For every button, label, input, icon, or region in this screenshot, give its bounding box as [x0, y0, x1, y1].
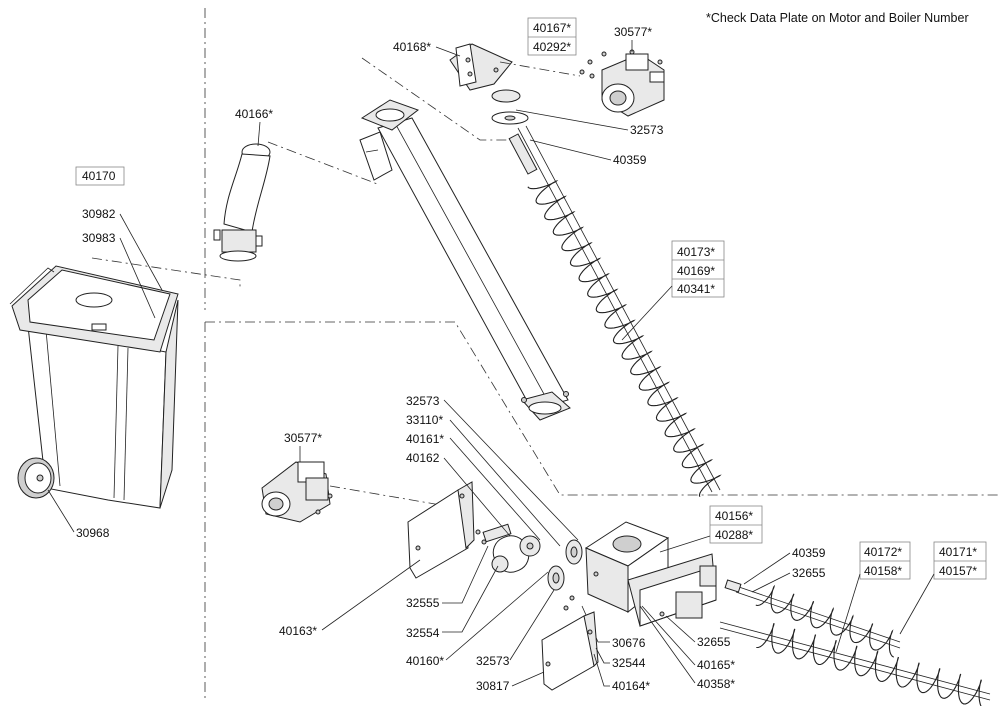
part-label-40166: 40166*: [235, 107, 273, 121]
auger-tube: [359, 99, 571, 421]
feed-housing-30676: [584, 521, 717, 627]
drive-motor-left-30577: [261, 461, 333, 523]
part-label-40161: 40161*: [406, 432, 444, 446]
part-label-40165: 40165*: [697, 658, 735, 672]
drive-motor-top-30577: [601, 49, 665, 117]
part-label-32555: 32555: [406, 596, 440, 610]
part-label-40156: 40156*: [715, 509, 753, 523]
bracket-plate-40163: [407, 481, 475, 579]
part-label-40158: 40158*: [864, 564, 902, 578]
part-label-30577-top: 30577*: [614, 25, 652, 39]
part-label-30982: 30982: [82, 207, 116, 221]
part-label-40157: 40157*: [939, 564, 977, 578]
assembly-divider-lines: [204, 8, 998, 700]
end-plate-30817: [541, 595, 599, 691]
hub-plates-32573: [491, 89, 529, 125]
part-label-40172: 40172*: [864, 545, 902, 559]
part-label-40162: 40162: [406, 451, 440, 465]
part-label-40163: 40163*: [279, 624, 317, 638]
part-label-32554: 32554: [406, 626, 440, 640]
part-box-40170: [75, 166, 125, 186]
part-label-32655-a: 32655: [697, 635, 731, 649]
part-box-40173-40341: [671, 240, 725, 298]
lower-auger-40172: [724, 579, 901, 658]
part-label-40171: 40171*: [939, 545, 977, 559]
motor-mount-plate-40168: [449, 43, 513, 91]
part-label-40359-top: 40359: [613, 153, 647, 167]
part-label-40359-right: 40359: [792, 546, 826, 560]
part-box-40171-40157: [933, 541, 987, 580]
part-label-40164: 40164*: [612, 679, 650, 693]
part-label-40341: 40341*: [677, 282, 715, 296]
inlet-pipe-40166: [213, 143, 271, 262]
lower-auger-40171: [719, 621, 991, 706]
part-label-40169: 40169*: [677, 264, 715, 278]
data-plate-note: *Check Data Plate on Motor and Boiler Nu…: [706, 11, 969, 25]
sprocket-32573-mid: [565, 539, 583, 565]
part-label-40160: 40160*: [406, 654, 444, 668]
part-label-32573-bot: 32573: [476, 654, 510, 668]
part-label-40167: 40167*: [533, 21, 571, 35]
part-label-40173: 40173*: [677, 245, 715, 259]
part-label-30577-left: 30577*: [284, 431, 322, 445]
part-label-30676: 30676: [612, 636, 646, 650]
part-label-30983: 30983: [82, 231, 116, 245]
part-label-30968: 30968: [76, 526, 110, 540]
bin-wheel: [17, 457, 55, 499]
part-label-40292: 40292*: [533, 40, 571, 54]
part-label-40288: 40288*: [715, 528, 753, 542]
part-label-32655-b: 32655: [792, 566, 826, 580]
part-box-40156-40288: [709, 505, 763, 544]
part-label-32573-top: 32573: [630, 123, 664, 137]
wheelie-bin-hopper: [9, 265, 179, 509]
part-box-40167-40292: [527, 17, 577, 56]
part-label-40358: 40358*: [697, 677, 735, 691]
part-label-32544: 32544: [612, 656, 646, 670]
sprocket-32573-bot: [547, 565, 565, 591]
part-box-40172-40158: [859, 541, 911, 580]
part-label-40168: 40168*: [393, 40, 431, 54]
part-label-40170: 40170: [82, 169, 116, 183]
auger-spiral-40173: [508, 125, 722, 497]
mount-bolts: [579, 51, 607, 79]
part-label-33110: 33110*: [406, 413, 443, 427]
part-label-30817: 30817: [476, 679, 510, 693]
part-label-32573-mid: 32573: [406, 394, 440, 408]
